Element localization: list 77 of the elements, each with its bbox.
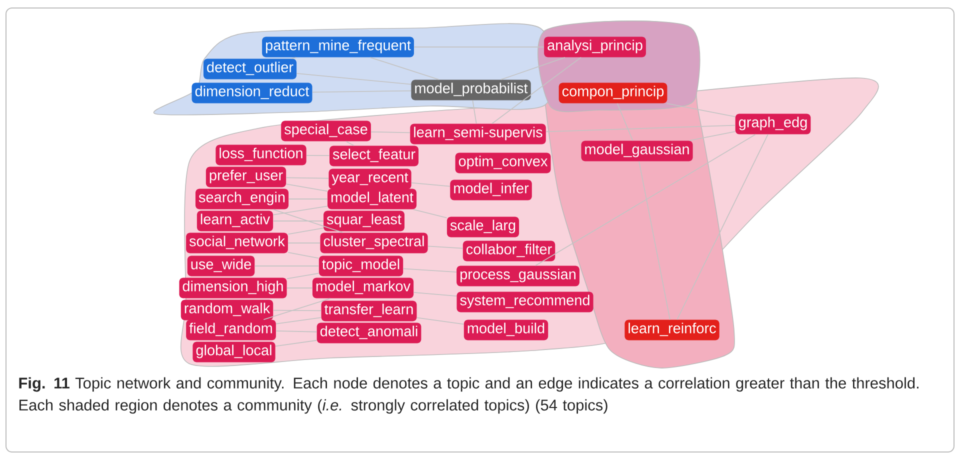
topic-label: system_recommend <box>456 292 594 312</box>
topic-label: field_random <box>186 320 276 340</box>
edge-line <box>402 268 457 273</box>
topic-label: analysi_princip <box>544 36 646 58</box>
topic-label: optim_convex <box>455 152 551 174</box>
edge-line <box>416 317 464 325</box>
topic-label: random_walk <box>180 300 274 320</box>
edge-line <box>275 340 318 347</box>
topic-label: year_recent <box>328 168 412 190</box>
edge-line <box>276 330 318 332</box>
topic-label: scale_larg <box>446 216 520 238</box>
edge-line <box>263 298 331 320</box>
topic-label: process_gaussian <box>456 266 580 286</box>
edge-line <box>272 220 324 222</box>
edge-line <box>638 160 670 320</box>
edge-line <box>370 56 440 80</box>
edge-line <box>291 56 297 60</box>
topic-label: cluster_spectral <box>320 232 428 254</box>
topic-label: compon_princip <box>558 82 668 104</box>
edge-line <box>428 246 464 249</box>
edge-line <box>413 292 457 297</box>
topic-label: special_case <box>281 120 371 142</box>
caption: Fig. 11 Topic network and community. Each node denotes a topic and an edge indicates a correlation greater than the threshold. Each shaded region denotes a community (i.e. strongly correlated topics) (54 topics) <box>19 377 918 414</box>
edge-line <box>412 208 448 218</box>
topic-label: topic_model <box>318 256 404 276</box>
edge-line <box>370 131 410 134</box>
edge-line <box>288 242 320 244</box>
topic-label: learn_semi-supervis <box>410 124 546 144</box>
edge-line <box>666 102 736 118</box>
topic-label: model_build <box>464 320 548 340</box>
topic-label: squar_least <box>324 210 404 232</box>
edge-line <box>346 140 354 146</box>
topic-label: model_gaussian <box>581 140 693 162</box>
edge-line <box>616 102 634 142</box>
topic-label: model_markov <box>312 278 414 298</box>
topic-label: transfer_learn <box>321 300 417 322</box>
edge-line <box>272 208 344 234</box>
topic-label: collabor_filter <box>462 240 556 262</box>
topic-label: graph_edg <box>735 114 811 134</box>
edge-line <box>414 46 544 48</box>
edge-line <box>676 134 768 320</box>
edge-line <box>286 177 329 179</box>
topic-label: model_latent <box>328 188 417 210</box>
edge-line <box>272 206 328 216</box>
topic-label: use_wide <box>187 256 255 276</box>
topic-label: detect_outlier <box>203 58 297 80</box>
edge-line <box>272 310 322 312</box>
edge-line <box>492 56 582 124</box>
edge-line <box>288 228 324 235</box>
topic-label: select_featur <box>330 146 419 166</box>
topic-label: search_engin <box>195 188 289 210</box>
edge-line <box>411 182 450 187</box>
edge-line <box>286 272 320 280</box>
topic-label: model_probabilist <box>411 80 531 100</box>
edge-line <box>288 252 320 259</box>
topic-label: pattern_mine_frequent <box>262 36 414 58</box>
edge-line <box>296 73 412 85</box>
edge-line <box>312 90 412 93</box>
edge-line <box>288 198 328 200</box>
topic-label: model_infer <box>450 180 532 200</box>
edge-line <box>306 154 330 156</box>
topic-label: dimension_high <box>179 278 287 298</box>
edge-line <box>472 100 477 124</box>
topic-label: detect_anomali <box>316 322 422 344</box>
topic-label: prefer_user <box>206 166 286 188</box>
edge-line <box>535 134 756 266</box>
edge-line <box>546 124 736 132</box>
topic-label: global_local <box>192 342 276 362</box>
edge-line <box>688 131 736 142</box>
topic-label: learn_activ <box>196 210 274 232</box>
topic-label: dimension_reduct <box>192 82 312 104</box>
topic-label: loss_function <box>216 144 306 166</box>
topic-label: learn_reinforc <box>624 320 720 340</box>
edge-line <box>500 56 566 80</box>
topic-label: social_network <box>186 232 288 254</box>
edge-line <box>276 317 322 324</box>
edge-line <box>286 184 328 192</box>
